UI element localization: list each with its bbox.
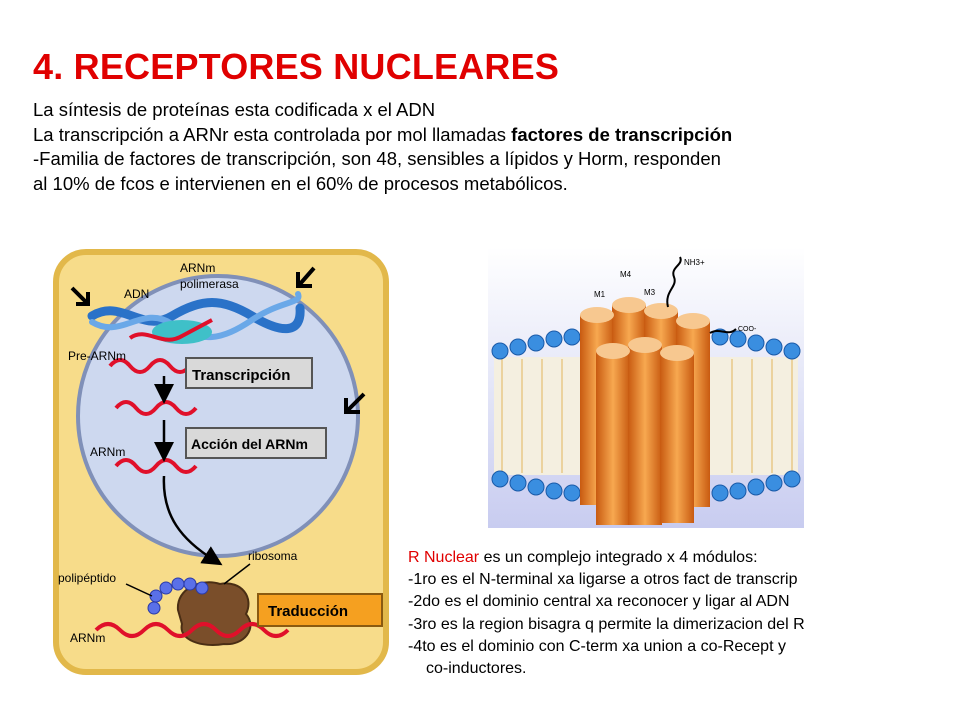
- label-m1: M1: [594, 290, 606, 299]
- intro-line-2: La transcripción a ARNr esta controlada …: [33, 123, 943, 148]
- label-coo: COO-: [738, 326, 757, 333]
- pore-arrow-3: [344, 392, 366, 414]
- intro-line-2-prefix: La transcripción a ARNr esta controlada …: [33, 123, 512, 145]
- n-terminal-chain: [666, 256, 682, 308]
- notes-line-3: -2do es el dominio central xa reconocer …: [408, 593, 790, 611]
- pore-arrow-1: [70, 286, 90, 306]
- label-m3: M3: [644, 288, 656, 297]
- transcripcion-box: [185, 357, 313, 389]
- dna-strand: [87, 298, 305, 333]
- notes-line-4: -3ro es la region bisagra q permite la d…: [408, 615, 805, 633]
- label-polimerasa: polimerasa: [180, 277, 239, 291]
- rna-strand-3: [114, 458, 198, 474]
- notes-line-1-rest: es un complejo integrado x 4 módulos:: [479, 549, 758, 566]
- intro-text: La síntesis de proteínas esta codificada…: [33, 98, 943, 196]
- notes-highlight: R Nuclear: [408, 549, 480, 566]
- lipid-tails: [501, 359, 793, 473]
- transcripcion-label: Transcripción: [192, 367, 290, 384]
- lipid-heads-top: [491, 328, 801, 360]
- label-nh3: NH3+: [684, 258, 705, 267]
- label-ribosoma: ribosoma: [248, 549, 298, 563]
- label-polipeptido: polipéptido: [58, 571, 116, 585]
- membrane-receptor-figure: M4 M1 M3 NH3+ COO-: [488, 247, 804, 528]
- label-arnm-top: ARNm: [180, 261, 215, 275]
- traduccion-box: [257, 593, 383, 627]
- flow-arrow-3: [162, 475, 223, 566]
- intro-line-4: al 10% de fcos e intervienen en el 60% d…: [33, 172, 568, 194]
- intro-line-1: La síntesis de proteínas esta codificada…: [33, 99, 436, 120]
- label-arnm-bottom: ARNm: [70, 631, 105, 645]
- polipeptido-pointer: [125, 583, 153, 597]
- slide-title: 4. RECEPTORES NUCLEARES: [33, 46, 560, 87]
- notes-line-2: -1ro es el N-terminal xa ligarse a otros…: [408, 571, 798, 589]
- nucleus: [76, 274, 360, 558]
- label-arnm-mid: ARNm: [90, 445, 125, 459]
- intro-line-3: -Familia de factores de transcripción, s…: [33, 148, 721, 169]
- label-pre-arnm: Pre-ARNm: [68, 349, 126, 363]
- receptor-notes: R Nuclear es un complejo integrado x 4 m…: [408, 547, 805, 680]
- notes-line-6: co-inductores.: [426, 660, 527, 678]
- intro-bold-term: factores de transcripción: [511, 123, 733, 145]
- label-m4: M4: [620, 270, 632, 279]
- ribosome: [176, 581, 252, 646]
- rna-strand-new: [128, 318, 213, 342]
- c-terminal-chain: [709, 328, 737, 334]
- receptor-helices: [580, 297, 710, 525]
- accion-label: Acción del ARNm: [191, 436, 308, 452]
- accion-box: [185, 427, 327, 459]
- ribosoma-pointer: [223, 563, 251, 585]
- pore-arrow-2: [296, 266, 316, 288]
- polypeptide-chain: [147, 577, 209, 615]
- rna-strand-2: [114, 400, 198, 416]
- cell-diagram: Transcripción Acción del ARNm ARNm polim…: [52, 248, 392, 676]
- lipid-heads-bottom: [491, 470, 801, 502]
- notes-line-1: R Nuclear es un complejo integrado x 4 m…: [408, 547, 805, 569]
- label-adn: ADN: [124, 287, 149, 301]
- notes-line-5: -4to es el dominio con C-term xa union a…: [408, 637, 786, 655]
- traduccion-label: Traducción: [268, 603, 348, 620]
